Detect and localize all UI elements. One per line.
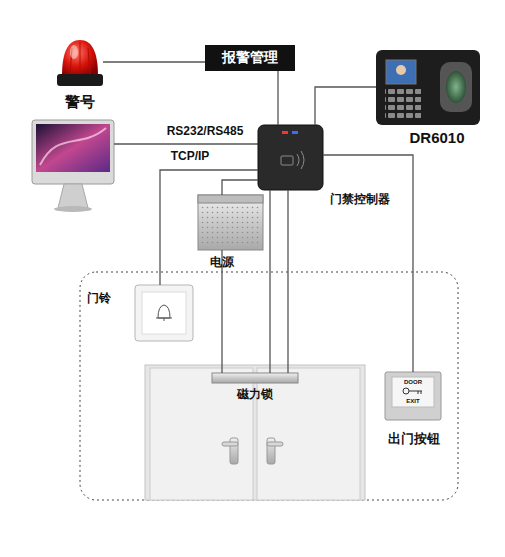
monitor-frame bbox=[32, 120, 114, 184]
door-lever bbox=[222, 442, 238, 446]
node-label: 报警管理 bbox=[222, 50, 278, 65]
alarm-light-base bbox=[57, 74, 103, 86]
rf-waves bbox=[297, 151, 304, 169]
status-led bbox=[282, 131, 288, 134]
doorbell-plate bbox=[135, 285, 193, 341]
protocol-label: RS232/RS485 bbox=[167, 125, 244, 137]
network-cable bbox=[114, 143, 258, 144]
wire-connector bbox=[221, 250, 222, 373]
door-frame bbox=[145, 365, 365, 500]
monitor-foot bbox=[54, 206, 92, 212]
wire-connector bbox=[315, 87, 376, 125]
wire-connector bbox=[160, 170, 258, 285]
wire-connector bbox=[222, 180, 258, 195]
device-node: DR6010 bbox=[376, 50, 480, 125]
device-node: 门禁控制器 bbox=[258, 125, 323, 190]
doorbell-button bbox=[142, 292, 186, 334]
terminal-strip bbox=[198, 195, 263, 203]
wire-connector bbox=[269, 190, 270, 373]
key-icon bbox=[403, 388, 409, 394]
node-label: 磁力锁 bbox=[237, 388, 273, 401]
button-caption: EXIT bbox=[406, 398, 419, 404]
magnetic-lock-bar bbox=[212, 373, 298, 383]
door-lever bbox=[267, 442, 283, 446]
device-node: 门铃 bbox=[135, 285, 193, 341]
node-label: DR6010 bbox=[409, 130, 464, 147]
terminal-screen bbox=[386, 60, 416, 84]
device-node: 磁力锁 bbox=[212, 373, 298, 383]
wire-connector bbox=[323, 155, 413, 372]
alarm-light-ridge bbox=[70, 42, 90, 74]
protocol-label: TCP/IP bbox=[171, 150, 210, 162]
node-label: 警号 bbox=[65, 94, 95, 111]
node-label: 电源 bbox=[210, 256, 234, 269]
fingerprint-frame bbox=[440, 62, 472, 112]
node-label: 门禁控制器 bbox=[330, 193, 390, 206]
button-caption: DOOR bbox=[404, 379, 422, 385]
node-label: 门铃 bbox=[87, 292, 111, 305]
screen-swirl bbox=[40, 128, 106, 165]
terminal-face bbox=[396, 65, 406, 75]
alarm-management-box: 报警管理 bbox=[205, 45, 295, 71]
alarm-light-highlight bbox=[70, 45, 78, 59]
device-node: 警号 bbox=[57, 38, 103, 88]
card-icon bbox=[281, 156, 293, 165]
alarm-light-dome bbox=[62, 40, 98, 76]
bell-icon bbox=[156, 305, 172, 321]
status-led bbox=[292, 131, 298, 134]
key-icon bbox=[409, 391, 422, 394]
exit-button-plate bbox=[385, 372, 441, 420]
node-label: 出门按钮 bbox=[388, 432, 440, 446]
terminal-body bbox=[376, 50, 480, 125]
exit-button-face bbox=[392, 377, 434, 407]
power-supply-vents bbox=[200, 205, 261, 247]
wire-connector bbox=[277, 71, 278, 125]
terminal-keypad bbox=[385, 88, 421, 120]
controller-body bbox=[258, 125, 323, 190]
wire-connector bbox=[103, 61, 205, 62]
wire-connector bbox=[287, 190, 288, 373]
power-supply-body bbox=[198, 195, 263, 250]
device-node: 电源 bbox=[198, 195, 263, 250]
fingerprint-sensor bbox=[446, 71, 466, 103]
monitor-screen bbox=[36, 124, 110, 172]
indoor-boundary bbox=[80, 272, 458, 500]
monitor-stand bbox=[58, 184, 88, 208]
